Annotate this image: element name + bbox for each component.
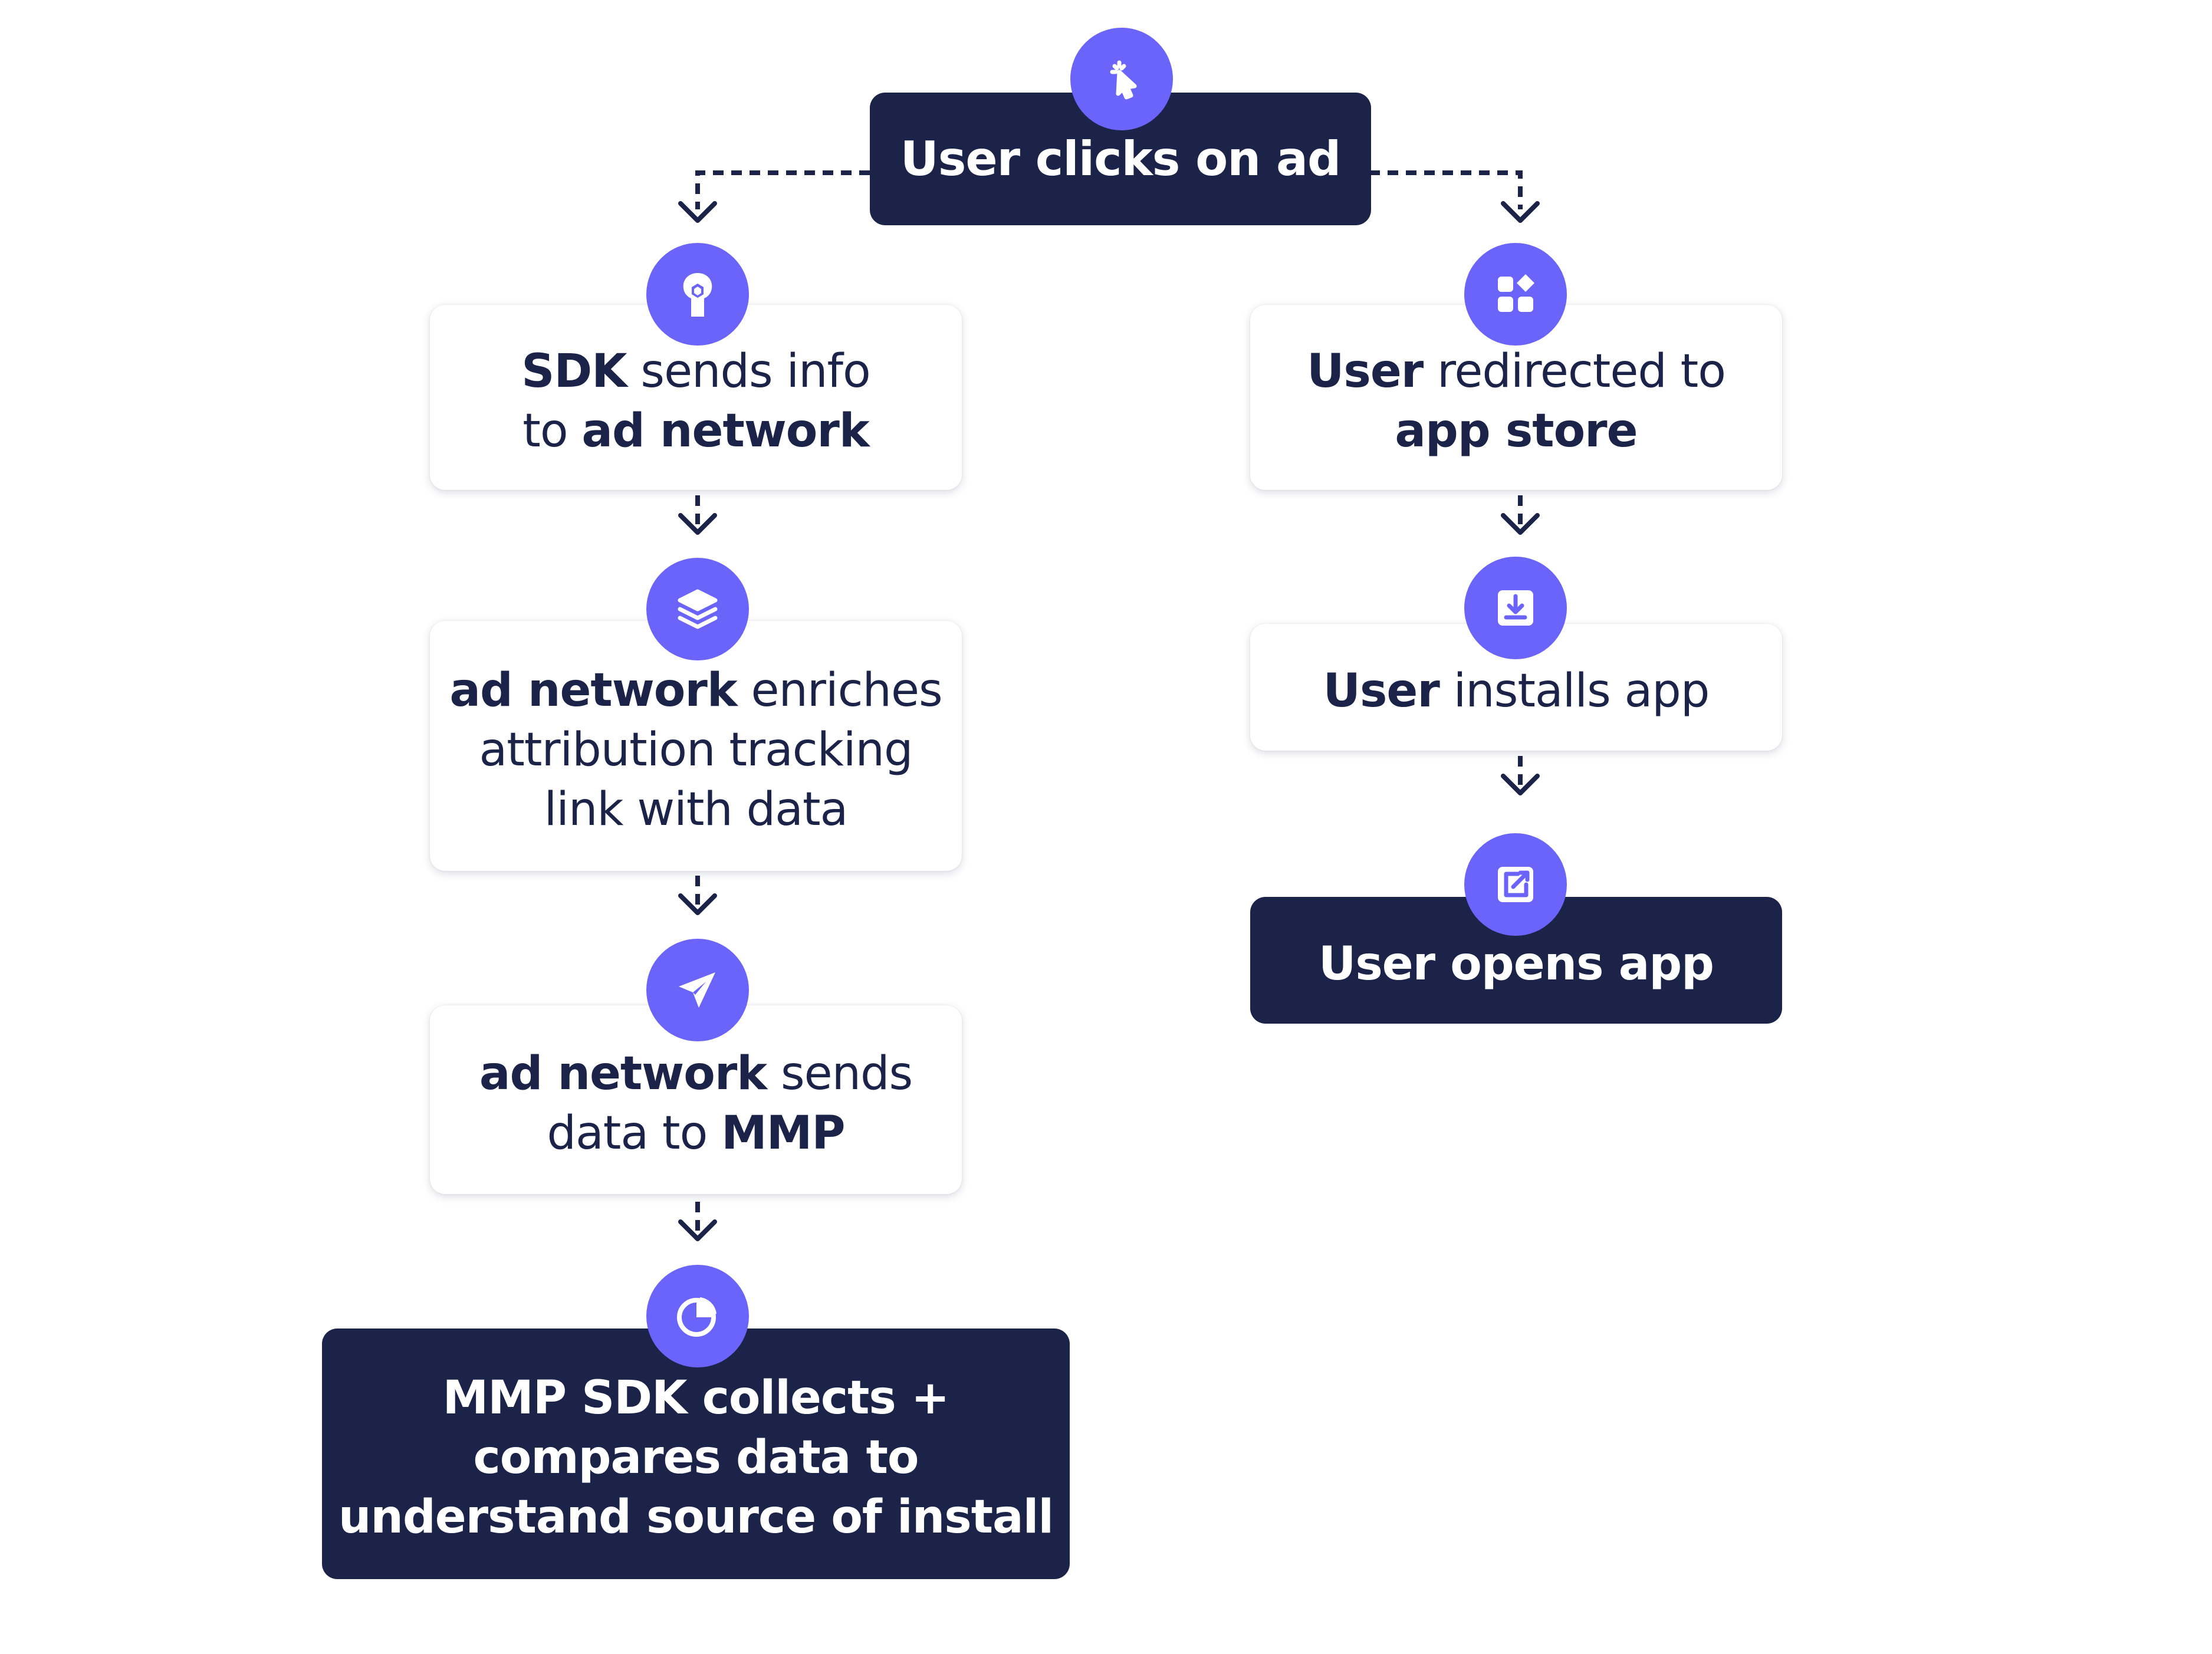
- text-line: data to MMP: [479, 1104, 912, 1163]
- mmp-sdk-collects-node: MMP SDK collects + compares data to unders…: [322, 1329, 1070, 1579]
- layers-icon: [646, 558, 749, 660]
- arrow-start-to-sdk: [695, 170, 870, 209]
- text-line: ad network sends: [479, 1044, 913, 1104]
- bold-text-run: ad network: [479, 1047, 767, 1100]
- text-run: to: [522, 405, 582, 458]
- text-run: enriches: [737, 663, 942, 717]
- bold-text-run: app store: [1395, 405, 1638, 458]
- text-line: ad network enriches: [449, 661, 942, 721]
- text-line: MMP SDK collects +: [338, 1369, 1053, 1428]
- arrow-start-to-redirect: [1369, 170, 1523, 209]
- text-line: understand source of install: [338, 1488, 1054, 1547]
- start-node-text: User clicks on ad: [900, 131, 1342, 186]
- mmp-sdk-collects-text: MMP SDK collects + compares data to unders…: [338, 1369, 1054, 1547]
- text-run: sends: [767, 1047, 913, 1100]
- text-line: attribution tracking: [449, 721, 942, 780]
- bold-text-run: ad network: [449, 663, 737, 717]
- download-icon: [1464, 557, 1567, 659]
- bold-text-run: understand source of install: [338, 1491, 1054, 1544]
- user-opens-app-node: User opens app: [1250, 897, 1782, 1024]
- bold-text-run: SDK: [521, 345, 627, 398]
- text-run: link with data: [544, 782, 849, 836]
- text-run: data to: [547, 1107, 722, 1160]
- text-line: User opens app: [1319, 935, 1714, 994]
- text-line: User installs app: [1323, 662, 1710, 721]
- text-line: app store: [1307, 402, 1725, 461]
- user-opens-app-text: User opens app: [1319, 935, 1714, 994]
- bold-text-run: MMP SDK collects +: [442, 1372, 950, 1425]
- text-line: SDK sends info: [521, 342, 870, 402]
- text-run: attribution tracking: [479, 723, 913, 777]
- text-line: User redirected to: [1307, 342, 1726, 402]
- bold-text-run: User: [1323, 665, 1440, 718]
- pointer-click-icon: [1070, 28, 1173, 130]
- bold-text-run: ad network: [581, 405, 869, 458]
- pie-chart-icon: [646, 1265, 749, 1367]
- text-run: sends info: [626, 345, 870, 398]
- open-external-icon: [1464, 833, 1567, 936]
- user-installs-app-text: User installs app: [1323, 662, 1710, 721]
- text-line: link with data: [449, 780, 942, 840]
- app-grid-icon: [1464, 243, 1567, 346]
- bold-text-run: compares data to: [473, 1431, 919, 1484]
- text-line: to ad network: [521, 402, 870, 461]
- text-line: compares data to: [338, 1428, 1053, 1488]
- send-paper-plane-icon: [646, 939, 749, 1041]
- bold-text-run: User opens app: [1318, 938, 1714, 991]
- bold-text-run: MMP: [721, 1107, 845, 1160]
- text-run: redirected to: [1423, 345, 1726, 398]
- bold-text-run: User: [1307, 345, 1424, 398]
- sdk-wrench-icon: [646, 243, 749, 346]
- text-run: installs app: [1439, 665, 1710, 718]
